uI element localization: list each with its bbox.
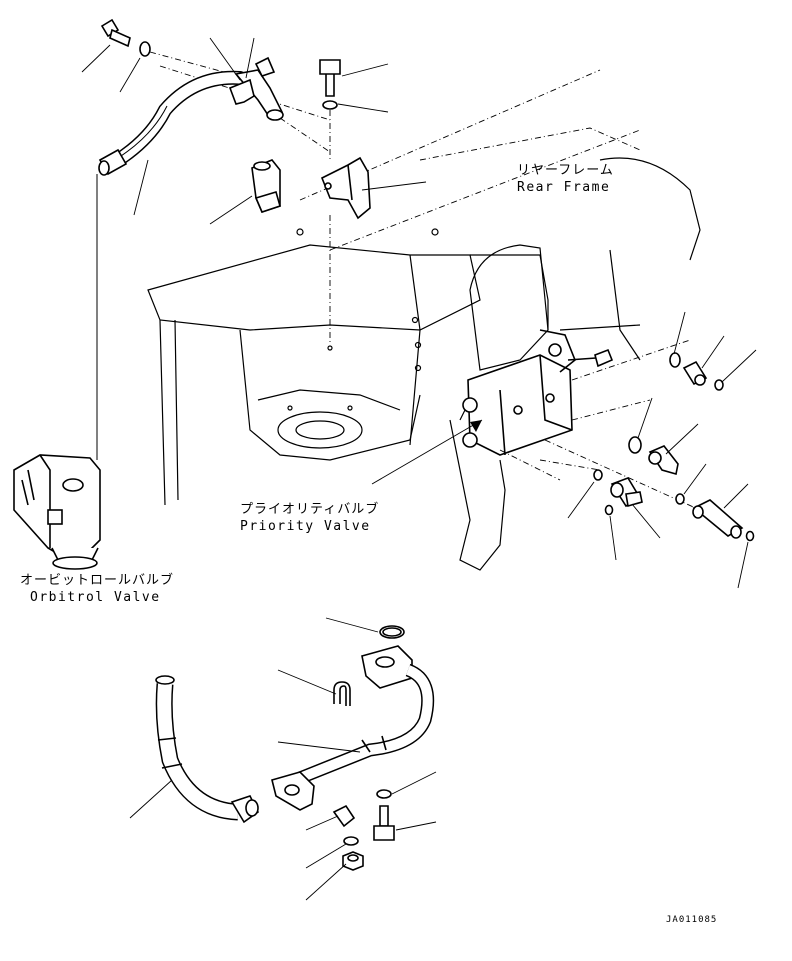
o-ring-mid [628, 436, 642, 454]
frame-holes [287, 228, 439, 411]
orbitrol-valve-label-en: Orbitrol Valve [30, 590, 161, 605]
steel-tube [271, 645, 435, 811]
elbow-fitting-mid [648, 445, 679, 476]
washer-top-left [139, 41, 151, 57]
check-valve-cartridge [692, 499, 744, 539]
relief-fitting [251, 159, 281, 213]
o-ring-lower-small [604, 504, 614, 516]
straight-connector-top [682, 360, 708, 386]
flange-bolt-top-left [100, 18, 131, 48]
bolt-lower [373, 805, 395, 841]
orbitrol-valve-label: オービットロールバルブ Orbitrol Valve [20, 572, 174, 605]
nut-lower [342, 851, 364, 871]
priority-valve-label: プライオリティバルブ Priority Valve [240, 501, 379, 534]
o-ring-top-left [669, 352, 681, 368]
o-ring-lower-left [593, 469, 603, 481]
leader-lines [81, 37, 757, 901]
drawing-code: JA011085 [666, 915, 717, 925]
rear-frame-label-en: Rear Frame [517, 180, 610, 195]
steering-hose [98, 56, 284, 176]
o-ring-lower-flange [379, 625, 405, 639]
bolt-bracket [319, 59, 341, 97]
o-ring-right [675, 493, 685, 505]
o-ring-top-right [714, 379, 724, 391]
washer-lower-left [343, 836, 359, 846]
orbitrol-valve [13, 454, 101, 570]
priority-valve-body [462, 329, 576, 456]
u-bolt [333, 681, 351, 706]
orbitrol-valve-label-jp: オービットロールバルブ [20, 572, 174, 588]
rear-frame-label-jp: リヤーフレーム [517, 163, 614, 178]
priority-valve-arrow [371, 419, 483, 485]
clip-plate [332, 804, 356, 828]
rear-frame-label: リヤーフレーム Rear Frame [517, 163, 614, 195]
priority-valve-side-fitting [567, 348, 614, 368]
priority-valve-label-en: Priority Valve [240, 519, 371, 534]
priority-valve-label-jp: プライオリティバルブ [240, 501, 379, 517]
hose-clamp-bracket [320, 156, 371, 220]
washer-bracket [322, 100, 338, 110]
suction-hose [155, 675, 260, 824]
elbow-fitting-lower [610, 477, 643, 508]
o-ring-far-right [745, 530, 755, 542]
washer-lower-bolt [376, 789, 392, 799]
